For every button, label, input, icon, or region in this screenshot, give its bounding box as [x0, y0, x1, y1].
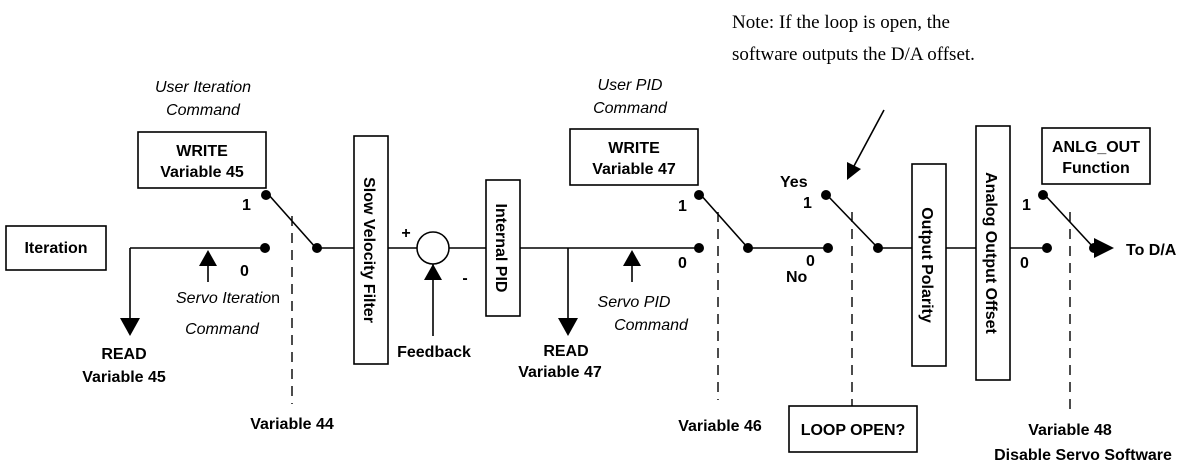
read47-line-2: Variable 47 — [518, 364, 602, 381]
iteration-block: Iteration — [5, 225, 107, 271]
variable-dashed-lines — [291, 212, 1071, 414]
no-label: No — [786, 269, 808, 286]
switch4-zero: 0 — [1020, 255, 1029, 272]
read47-line-1: READ — [543, 343, 588, 360]
analog-output-offset-label: Analog Output Offset — [982, 172, 999, 334]
write47-line-1: WRITE — [608, 140, 660, 157]
servo-pid-line-1: Servo PID — [598, 294, 671, 311]
to-da-arrow — [1094, 238, 1114, 258]
anlg-out-line-2: Function — [1062, 160, 1130, 177]
plus-sign: + — [401, 225, 410, 242]
loop-open-label: LOOP OPEN? — [801, 422, 906, 439]
read45-line-1: READ — [101, 346, 146, 363]
write47-line-2: Variable 47 — [592, 161, 676, 178]
iteration-label: Iteration — [24, 240, 87, 257]
servo-iteration-arrow — [199, 250, 217, 282]
servo-pid-arrow — [623, 250, 641, 282]
anlg-out-line-1: ANLG_OUT — [1052, 139, 1140, 156]
switch4-one: 1 — [1022, 197, 1031, 214]
user-pid-line-1: User PID — [598, 77, 663, 94]
slow-velocity-filter-label: Slow Velocity Filter — [360, 177, 377, 323]
read47-arrow — [558, 318, 578, 336]
note-arrow — [847, 109, 885, 180]
read45-line-2: Variable 45 — [82, 369, 166, 386]
variable-44-label: Variable 44 — [250, 416, 334, 433]
servo-pid-line-2: Command — [614, 317, 689, 334]
summing-junction — [416, 231, 450, 265]
servo-iteration-line-1: Servo Iteration — [176, 290, 280, 307]
switch2-zero: 0 — [678, 255, 687, 272]
note-line-1: Note: If the loop is open, the — [732, 12, 950, 33]
write-variable-47-block: WRITE Variable 47 — [569, 128, 699, 186]
output-polarity-label: Output Polarity — [918, 207, 935, 323]
internal-pid-block: Internal PID — [485, 179, 521, 317]
write-variable-45-block: WRITE Variable 45 — [137, 131, 267, 189]
variable-48-label: Variable 48 — [1028, 422, 1112, 439]
user-iteration-line-2: Command — [166, 102, 241, 119]
read45-arrow — [120, 318, 140, 336]
servo-iteration-line-2: Command — [185, 321, 260, 338]
switch3-zero: 0 — [806, 253, 815, 270]
variable-46-label: Variable 46 — [678, 418, 762, 435]
feedback-label: Feedback — [397, 344, 471, 361]
user-iteration-line-1: User Iteration — [155, 79, 251, 96]
arrowheads — [120, 238, 1114, 336]
signal-wires — [129, 193, 1095, 336]
yes-label: Yes — [780, 174, 808, 191]
feedback-arrow — [424, 264, 442, 280]
anlg-out-function-block: ANLG_OUT Function — [1041, 127, 1151, 185]
servo-iteration-suffix: n — [271, 290, 280, 307]
servo-iteration-italic: Servo Iteratio — [176, 290, 271, 307]
slow-velocity-filter-block: Slow Velocity Filter — [353, 135, 389, 365]
user-pid-line-2: Command — [593, 100, 668, 117]
disable-servo-software-label: Disable Servo Software — [994, 447, 1172, 464]
switch1-one: 1 — [242, 197, 251, 214]
to-da-label: To D/A — [1126, 242, 1177, 259]
switch3-one: 1 — [803, 195, 812, 212]
minus-sign: - — [462, 270, 467, 287]
loop-open-block: LOOP OPEN? — [788, 405, 918, 453]
switch2-one: 1 — [678, 198, 687, 215]
note-line-2: software outputs the D/A offset. — [732, 44, 975, 65]
internal-pid-label: Internal PID — [492, 204, 509, 293]
output-polarity-block: Output Polarity — [911, 163, 947, 367]
write45-line-2: Variable 45 — [160, 164, 244, 181]
switch-contacts — [260, 190, 1099, 253]
write45-line-1: WRITE — [176, 143, 228, 160]
analog-output-offset-block: Analog Output Offset — [975, 125, 1011, 381]
switch1-zero: 0 — [240, 263, 249, 280]
